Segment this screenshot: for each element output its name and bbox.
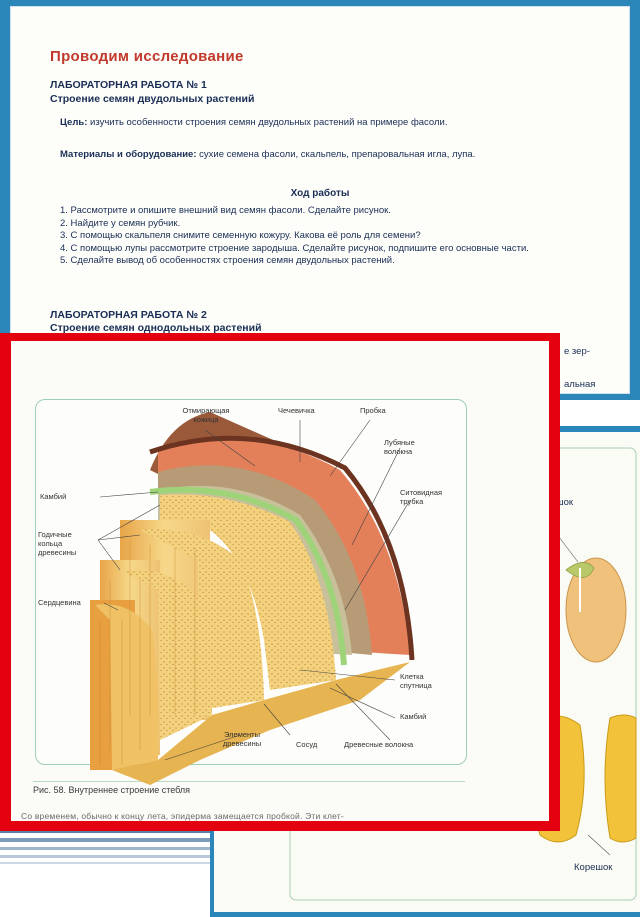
label-cork: Пробка (360, 406, 386, 415)
label-cambium-right: Камбий (400, 712, 426, 721)
label-bast-fibers: Лубяные волокна (384, 438, 430, 456)
label-cambium-left: Камбий (40, 492, 66, 501)
label-annual-rings: Годичные кольца древесины (38, 530, 96, 557)
label-lenticel: Чечевичка (278, 406, 315, 415)
label-wood-elements: Элементы древесины (214, 730, 270, 748)
label-companion-cell: Клетка спутница (400, 672, 448, 690)
label-sieve-tube: Ситовидная трубка (400, 488, 460, 506)
label-pith: Сердцевина (38, 598, 81, 607)
label-wood-fibers: Древесные волокна (344, 740, 413, 749)
label-dead-skin: Отмирающая кожица (176, 406, 236, 424)
label-vessel: Сосуд (296, 740, 317, 749)
